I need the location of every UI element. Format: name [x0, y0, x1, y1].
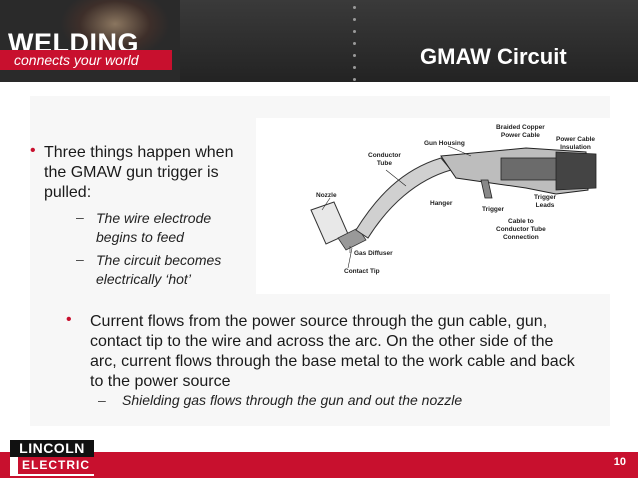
decorative-dots	[353, 6, 356, 81]
label-contact-tip: Contact Tip	[344, 268, 380, 275]
gun-illustration	[310, 145, 597, 269]
page-number: 10	[613, 456, 626, 468]
bullet-marker: •	[66, 311, 72, 328]
sub-bullet-shielding-gas: Shielding gas flows through the gun and …	[122, 392, 463, 408]
bullet-marker: •	[30, 142, 36, 159]
sub-bullet-wire-feed: The wire electrode begins to feed	[96, 210, 212, 245]
label-hanger: Hanger	[430, 200, 453, 207]
label-trigger: Trigger	[482, 206, 505, 213]
dash-marker: –	[76, 209, 84, 225]
brand-tagline: connects your world	[14, 52, 139, 68]
lincoln-electric-logo: LINCOLN ELECTRIC	[10, 440, 94, 476]
logo-bottom-text: ELECTRIC	[18, 457, 94, 474]
header-texture	[180, 0, 638, 82]
label-gun-housing: Gun Housing	[424, 140, 465, 147]
dash-marker: –	[98, 392, 106, 408]
bullet-current-flow: Current flows from the power source thro…	[90, 313, 575, 390]
brand-tagline-bar	[0, 50, 172, 70]
sub-bullet-circuit-hot: The circuit becomes electrically ‘hot’	[96, 252, 222, 287]
footer-red-bar	[0, 452, 638, 478]
bullet-three-things: Three things happen when the GMAW gun tr…	[44, 144, 234, 201]
label-gas-diffuser: Gas Diffuser	[354, 250, 393, 257]
slide-title: GMAW Circuit	[420, 44, 567, 69]
label-nozzle: Nozzle	[316, 192, 337, 199]
logo-top-text: LINCOLN	[10, 440, 94, 457]
dash-marker: –	[76, 251, 84, 267]
